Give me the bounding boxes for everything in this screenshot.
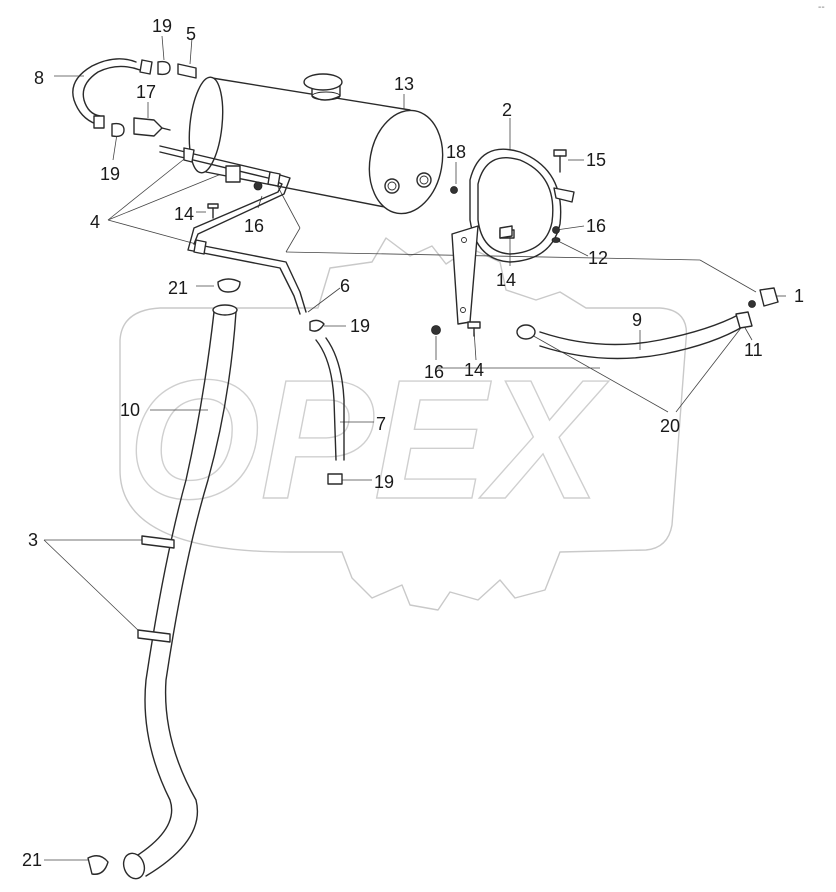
callout-labels: 8 19 5 17 19 13 2 18 15 4 14 16 16 12 14… [22,16,804,870]
callout-16-left: 16 [244,216,264,236]
watermark-text: OPEX [128,345,609,535]
callout-14-bottom: 14 [464,360,484,380]
callout-19-mid: 19 [350,316,370,336]
fasteners [207,149,567,337]
callout-17: 17 [136,82,156,102]
main-hose [87,278,241,880]
callout-19-left: 19 [100,164,120,184]
callout-2: 2 [502,100,512,120]
leader-lines [43,35,786,861]
return-hose [516,287,779,360]
breather-hose [72,58,153,129]
corner-mark: -- [818,2,825,13]
callout-11: 11 [744,340,763,360]
callout-16-bottom: 16 [424,362,444,382]
callout-19-top: 19 [152,16,172,36]
callout-21-top: 21 [168,278,188,298]
watermark-logo: OPEX [127,344,609,535]
callout-20: 20 [660,416,680,436]
callout-3: 3 [28,530,38,550]
callout-14-left: 14 [174,204,194,224]
callout-14-bracket: 14 [496,270,516,290]
fittings-top [111,60,197,138]
reservoir-tank [188,73,444,215]
metal-pipe [159,145,307,315]
callout-13: 13 [394,74,414,94]
callout-12: 12 [588,248,608,268]
callout-6: 6 [340,276,350,296]
callout-1: 1 [794,286,804,306]
mounting-bracket [451,148,575,325]
callout-7: 7 [376,414,386,434]
callout-21-bottom: 21 [22,850,42,870]
callout-10: 10 [120,400,140,420]
callout-16-right: 16 [586,216,606,236]
watermark-gear [119,237,688,611]
small-hose [309,319,345,485]
callout-5: 5 [186,24,196,44]
callout-8: 8 [34,68,44,88]
callout-4: 4 [90,212,100,232]
callout-18: 18 [446,142,466,162]
callout-15: 15 [586,150,606,170]
callout-19-bottom: 19 [374,472,394,492]
callout-9: 9 [632,310,642,330]
